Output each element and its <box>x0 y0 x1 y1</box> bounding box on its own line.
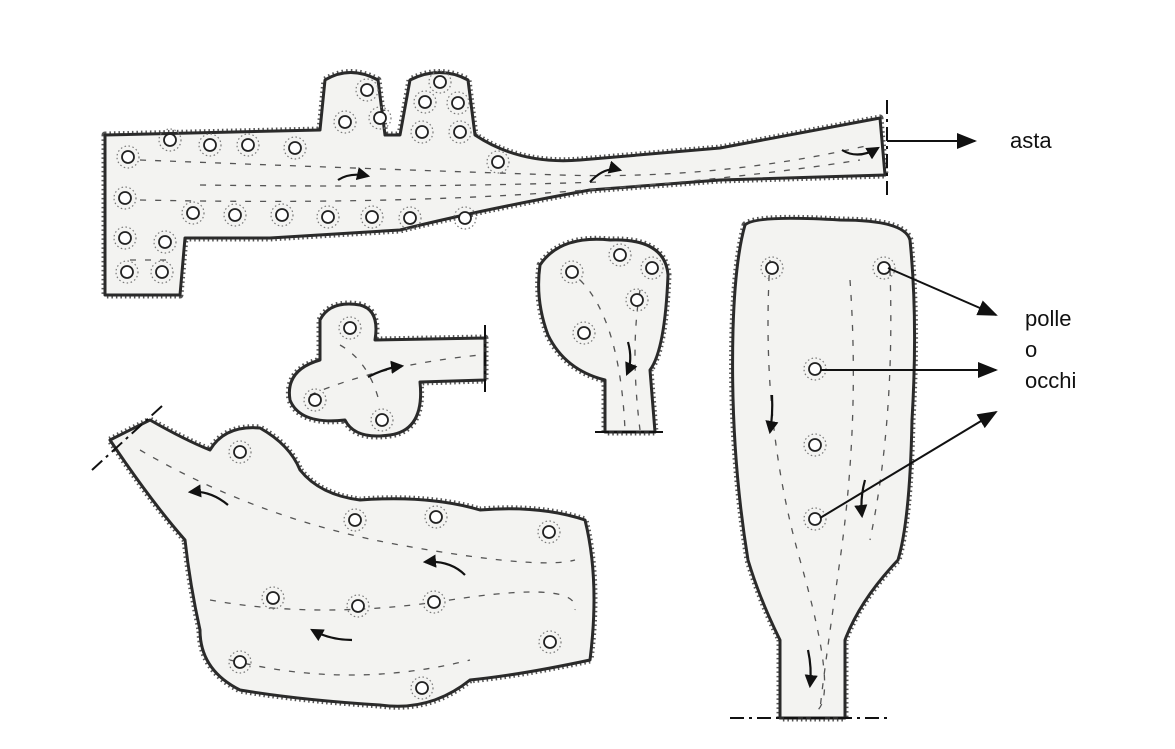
shape-outline <box>110 420 594 706</box>
shape-irregular-large <box>110 420 594 706</box>
label-polle: polle <box>1025 306 1071 331</box>
shape-vertical-tall <box>733 218 915 718</box>
label-o: o <box>1025 337 1037 362</box>
label-occhi: occhi <box>1025 368 1076 393</box>
shape-outline <box>733 218 915 718</box>
label-asta: asta <box>1010 128 1052 153</box>
